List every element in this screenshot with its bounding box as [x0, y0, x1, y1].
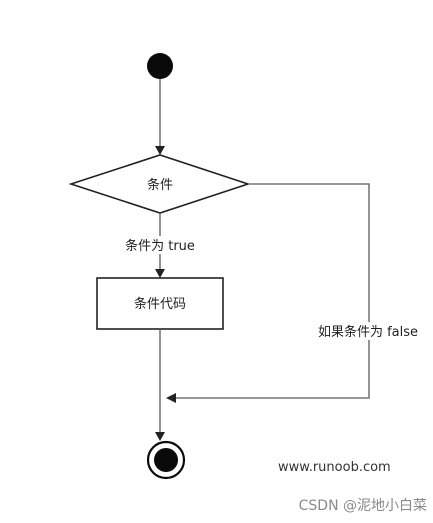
- end-node-core: [154, 448, 178, 472]
- csdn-watermark: CSDN @泥地小白菜: [299, 498, 427, 514]
- true-label-background: [118, 236, 202, 254]
- edge-false-branch: [176, 183, 370, 399]
- process-label: 条件代码: [134, 296, 186, 312]
- true-edge-label: 条件为 true: [125, 238, 195, 254]
- arrowhead-to-decision: [155, 146, 165, 155]
- false-edge-label: 如果条件为 false: [318, 324, 418, 340]
- arrowhead-merge: [166, 393, 176, 403]
- false-label-background: [309, 322, 423, 340]
- process-box: [96, 277, 224, 330]
- decision-label: 条件: [147, 177, 173, 193]
- arrowhead-to-process: [155, 269, 165, 278]
- start-node: [147, 53, 173, 79]
- site-watermark: www.runoob.com: [278, 460, 391, 475]
- arrowhead-to-end: [155, 432, 165, 441]
